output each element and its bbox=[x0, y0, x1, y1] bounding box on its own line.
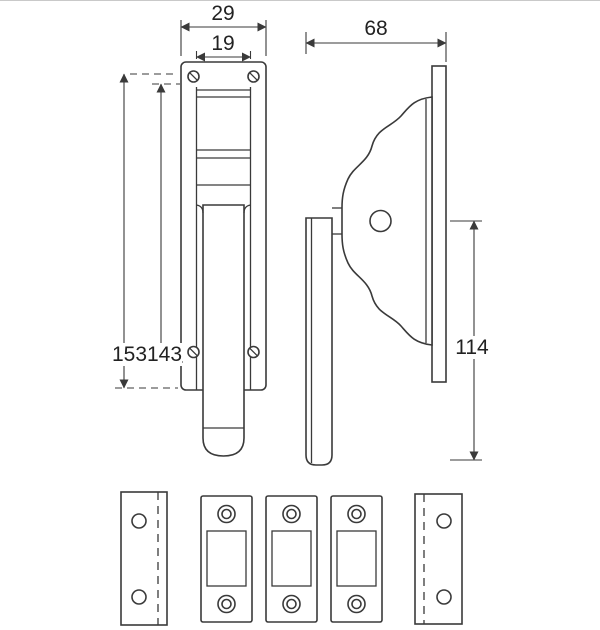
dimension-height-total: 153 bbox=[112, 73, 178, 389]
spindle-hole bbox=[369, 209, 392, 233]
keeper-body bbox=[265, 495, 318, 623]
keeper-body bbox=[120, 491, 168, 626]
keeper-hole-inner bbox=[351, 598, 362, 610]
keeper-hole bbox=[131, 589, 147, 605]
keeper-hole-inner bbox=[221, 598, 232, 610]
front-view-fastener bbox=[180, 61, 267, 457]
dim-label-143: 143 bbox=[147, 343, 182, 366]
handle-shaft bbox=[202, 204, 245, 457]
keeper-body bbox=[414, 493, 463, 625]
dimension-height-plate: 143 bbox=[147, 83, 186, 366]
dimension-depth: 68 bbox=[305, 17, 447, 62]
handle-fillet-right bbox=[243, 204, 251, 214]
keeper-plates bbox=[120, 491, 463, 626]
dimension-width-inner: 19 bbox=[195, 32, 252, 62]
dim-label-68: 68 bbox=[364, 17, 387, 40]
dim-label-114: 114 bbox=[455, 336, 489, 359]
keeper-body bbox=[200, 495, 253, 623]
keeper-strike-box bbox=[336, 530, 377, 587]
keeper-hole bbox=[436, 589, 452, 605]
screw-hole-top-right bbox=[247, 70, 260, 83]
dimension-height-handle: 114 bbox=[450, 220, 493, 461]
screw-hole-bottom-right bbox=[247, 345, 260, 359]
keeper-body bbox=[330, 495, 383, 623]
keeper-hole bbox=[436, 513, 452, 529]
keeper-strike-box bbox=[271, 530, 312, 587]
keeper-hole-inner bbox=[221, 508, 232, 520]
side-view-fastener bbox=[305, 65, 447, 466]
keeper-plate-flat-right bbox=[414, 493, 463, 625]
keeper-hole-inner bbox=[286, 598, 297, 610]
keeper-plate-roller-1 bbox=[200, 495, 253, 623]
keeper-hole bbox=[131, 513, 147, 529]
screw-hole-bottom-left bbox=[187, 345, 200, 359]
dim-label-29: 29 bbox=[211, 2, 234, 25]
keeper-hole-inner bbox=[286, 508, 297, 520]
dim-label-19: 19 bbox=[211, 32, 234, 55]
keeper-strike-box bbox=[206, 530, 247, 587]
dim-label-153: 153 bbox=[112, 343, 147, 366]
dimensions: 29 19 68 153 1 bbox=[112, 2, 493, 461]
side-backplate bbox=[431, 65, 447, 383]
keeper-plate-roller-3 bbox=[330, 495, 383, 623]
keeper-plate-flat-left bbox=[120, 491, 168, 626]
dimension-width-outer: 29 bbox=[180, 2, 267, 56]
keeper-plate-roller-2 bbox=[265, 495, 318, 623]
keeper-hole-inner bbox=[351, 508, 362, 520]
screw-hole-top-left bbox=[187, 70, 200, 83]
side-handle-bar bbox=[305, 217, 333, 466]
handle-fillet-left bbox=[196, 204, 204, 214]
